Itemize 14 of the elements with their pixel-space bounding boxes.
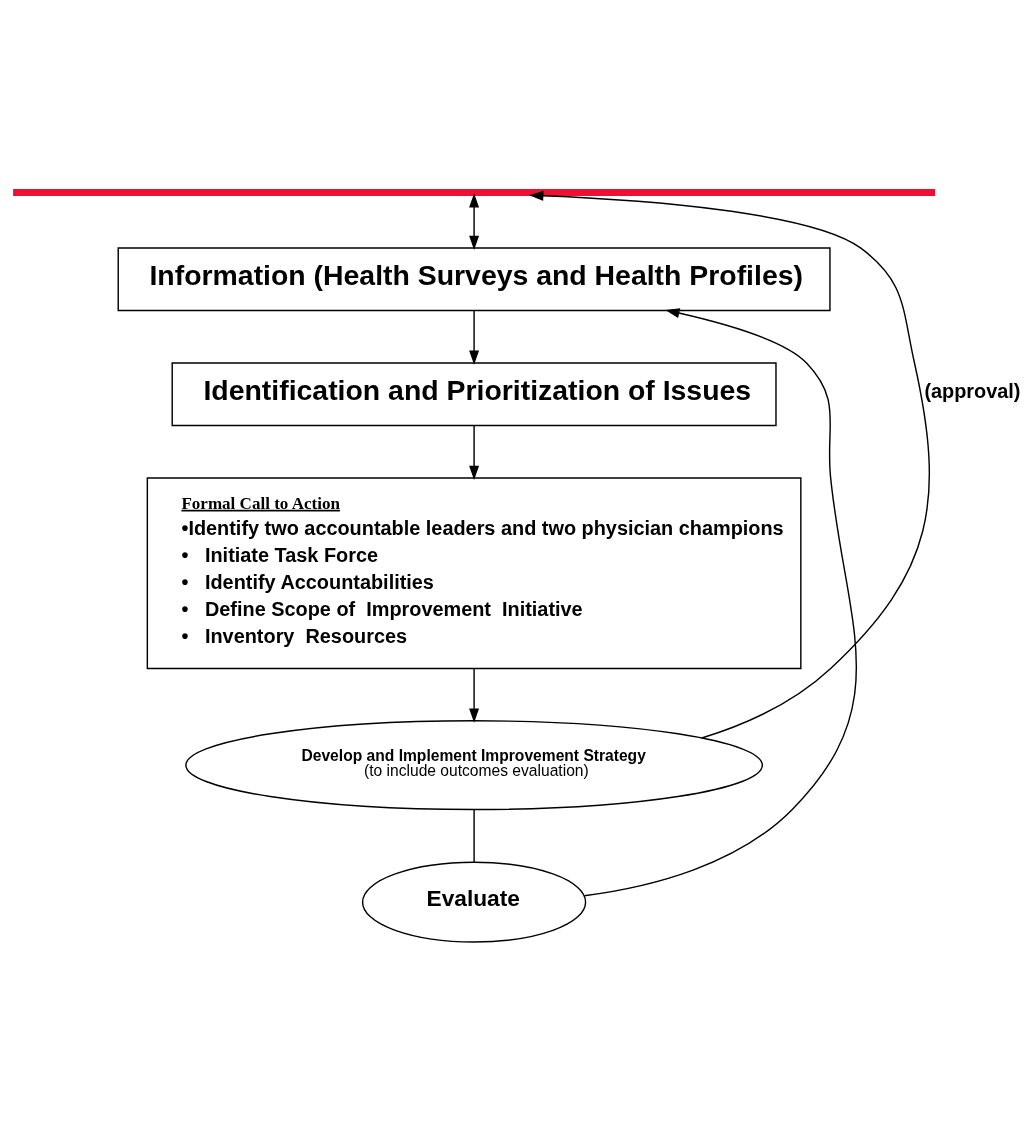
node-bar bbox=[13, 188, 936, 197]
node-box: Information (Health Surveys and Health Profiles) bbox=[117, 247, 831, 312]
connector bbox=[473, 808, 475, 863]
node-box: Formal Call to Action •Identify two accountable leaders and two physician champions • Initiate Task Force • Identify Accountabilities • Define Scope of Improvement Initiative • Inventory Resources bbox=[146, 477, 802, 670]
arrow bbox=[469, 193, 480, 250]
arrow bbox=[469, 309, 480, 365]
node-ellipse: Evaluate bbox=[361, 861, 587, 943]
node-box: Identification and Prioritization of Issues bbox=[171, 362, 777, 427]
arrow bbox=[469, 424, 480, 481]
edge-label: (approval) bbox=[924, 380, 1021, 403]
arrow bbox=[529, 190, 930, 739]
arrow bbox=[583, 308, 857, 897]
arrow bbox=[469, 667, 480, 723]
node-ellipse: Develop and Implement Improvement Strategy (to include outcomes evaluation) bbox=[185, 720, 763, 811]
